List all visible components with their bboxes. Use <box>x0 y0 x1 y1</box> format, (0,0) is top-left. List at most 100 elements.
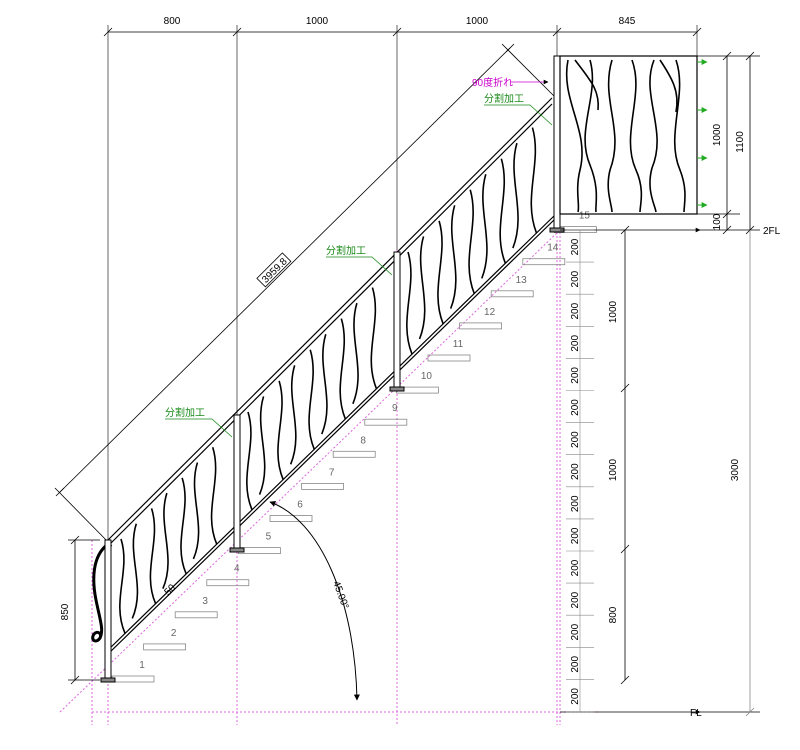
stair-tread <box>490 290 534 298</box>
step-number: 7 <box>329 467 335 478</box>
wave-bar <box>437 220 444 325</box>
volute-scroll <box>91 542 109 643</box>
step-number: 13 <box>516 275 528 286</box>
wave-bar <box>210 447 218 545</box>
landing-panel <box>559 55 708 215</box>
stair-tread <box>364 418 408 426</box>
note-split-2: 分割加工 <box>326 244 366 257</box>
stair-tread <box>206 579 250 587</box>
wave-bar <box>180 477 187 575</box>
landing-inner-dim: 1000 <box>712 123 723 146</box>
stair-tread <box>237 547 281 554</box>
riser-label: 200 <box>570 527 581 544</box>
stair-tread <box>301 482 345 490</box>
top-dimension-line <box>103 27 702 37</box>
step-number: 6 <box>297 500 303 511</box>
wave-bar <box>192 462 200 560</box>
left-height-dimension <box>68 535 100 685</box>
riser-label: 200 <box>570 559 581 576</box>
floor-2fl-label: 2FL <box>763 226 781 237</box>
wave-bar <box>277 380 284 480</box>
step-number: 1 <box>139 660 145 671</box>
landing-level-lines <box>560 55 760 715</box>
note-split-1-leader <box>484 104 553 126</box>
group-dim-2: 1000 <box>608 458 619 481</box>
railing-frame <box>107 97 556 655</box>
wave-bar <box>406 251 413 355</box>
total-height-dimension <box>745 230 755 717</box>
wave-bar <box>352 302 359 405</box>
step-number: 2 <box>171 628 177 639</box>
top-dim-3: 1000 <box>466 16 489 27</box>
landing-dimensions <box>722 51 755 235</box>
riser-label: 200 <box>570 688 581 705</box>
wave-bar <box>149 508 157 604</box>
stair-tread <box>427 354 471 362</box>
riser-label: 200 <box>570 495 581 512</box>
step-number: 12 <box>484 307 496 318</box>
note-split-3: 分割加工 <box>165 406 205 419</box>
step-number: 15 <box>579 211 591 222</box>
wave-bar <box>321 333 328 435</box>
riser-label: 200 <box>570 335 581 352</box>
wave-bar <box>530 127 538 234</box>
top-dim-2: 1000 <box>306 16 329 27</box>
wave-bar <box>370 287 378 389</box>
landing-total-dim: 1100 <box>735 131 746 153</box>
wave-bar <box>308 349 315 450</box>
rail-length-label: 3959.8 <box>256 252 292 288</box>
floor-fl-label: FL <box>690 708 702 719</box>
riser-label: 200 <box>570 238 581 255</box>
angle-arc <box>269 501 360 701</box>
wave-bar <box>468 189 475 294</box>
wave-bar <box>512 142 519 249</box>
riser-label: 200 <box>570 399 581 416</box>
riser-label: 200 <box>570 656 581 673</box>
note-bend: 90度折れ <box>472 76 513 89</box>
wave-bar <box>499 158 507 264</box>
stair-tread <box>174 611 218 619</box>
riser-labels: 200 200 200 200 200 200 200 200 200 200 200 200 200 2… <box>570 238 581 705</box>
wave-bar <box>246 411 253 511</box>
group-dimensions <box>620 225 630 685</box>
step-number: 14 <box>547 243 559 254</box>
riser-label: 200 <box>570 270 581 287</box>
top-dim-4: 845 <box>619 16 636 27</box>
wave-bar <box>131 523 139 619</box>
stair-tread <box>459 322 503 330</box>
riser-label: 200 <box>570 623 581 640</box>
dimension-extension-lines <box>107 25 698 540</box>
riser-label: 200 <box>570 431 581 448</box>
note-split-2-leader <box>326 256 393 276</box>
wave-bar <box>162 492 169 590</box>
stair-tread <box>269 515 313 522</box>
pink-guides <box>59 60 600 725</box>
step-number: 4 <box>234 564 240 575</box>
wave-bar <box>481 173 488 279</box>
stair-tread <box>332 450 376 458</box>
step-number: 10 <box>421 371 433 382</box>
angle-label: 45.00° <box>330 580 350 611</box>
wave-bar <box>339 318 347 420</box>
riser-dimension-column <box>566 229 594 713</box>
stair-tread <box>143 643 187 651</box>
step-number: 5 <box>266 532 272 543</box>
step-number: 8 <box>360 435 366 446</box>
decorative-bars <box>119 127 538 634</box>
riser-label: 200 <box>570 302 581 319</box>
step-number: 11 <box>453 339 464 350</box>
wave-bar <box>289 365 297 465</box>
landing-base-dim: 100 <box>712 213 723 230</box>
wave-bar <box>449 205 457 309</box>
riser-label: 200 <box>570 463 581 480</box>
wave-bar <box>418 236 426 340</box>
group-dim-1: 1000 <box>608 300 619 323</box>
stair-tread <box>522 258 566 266</box>
riser-label: 200 <box>570 591 581 608</box>
top-dim-1: 800 <box>164 16 181 27</box>
note-split-1: 分割加工 <box>484 92 524 105</box>
stair-tread <box>111 675 155 683</box>
riser-label: 200 <box>570 367 581 384</box>
post-bases <box>100 227 565 683</box>
